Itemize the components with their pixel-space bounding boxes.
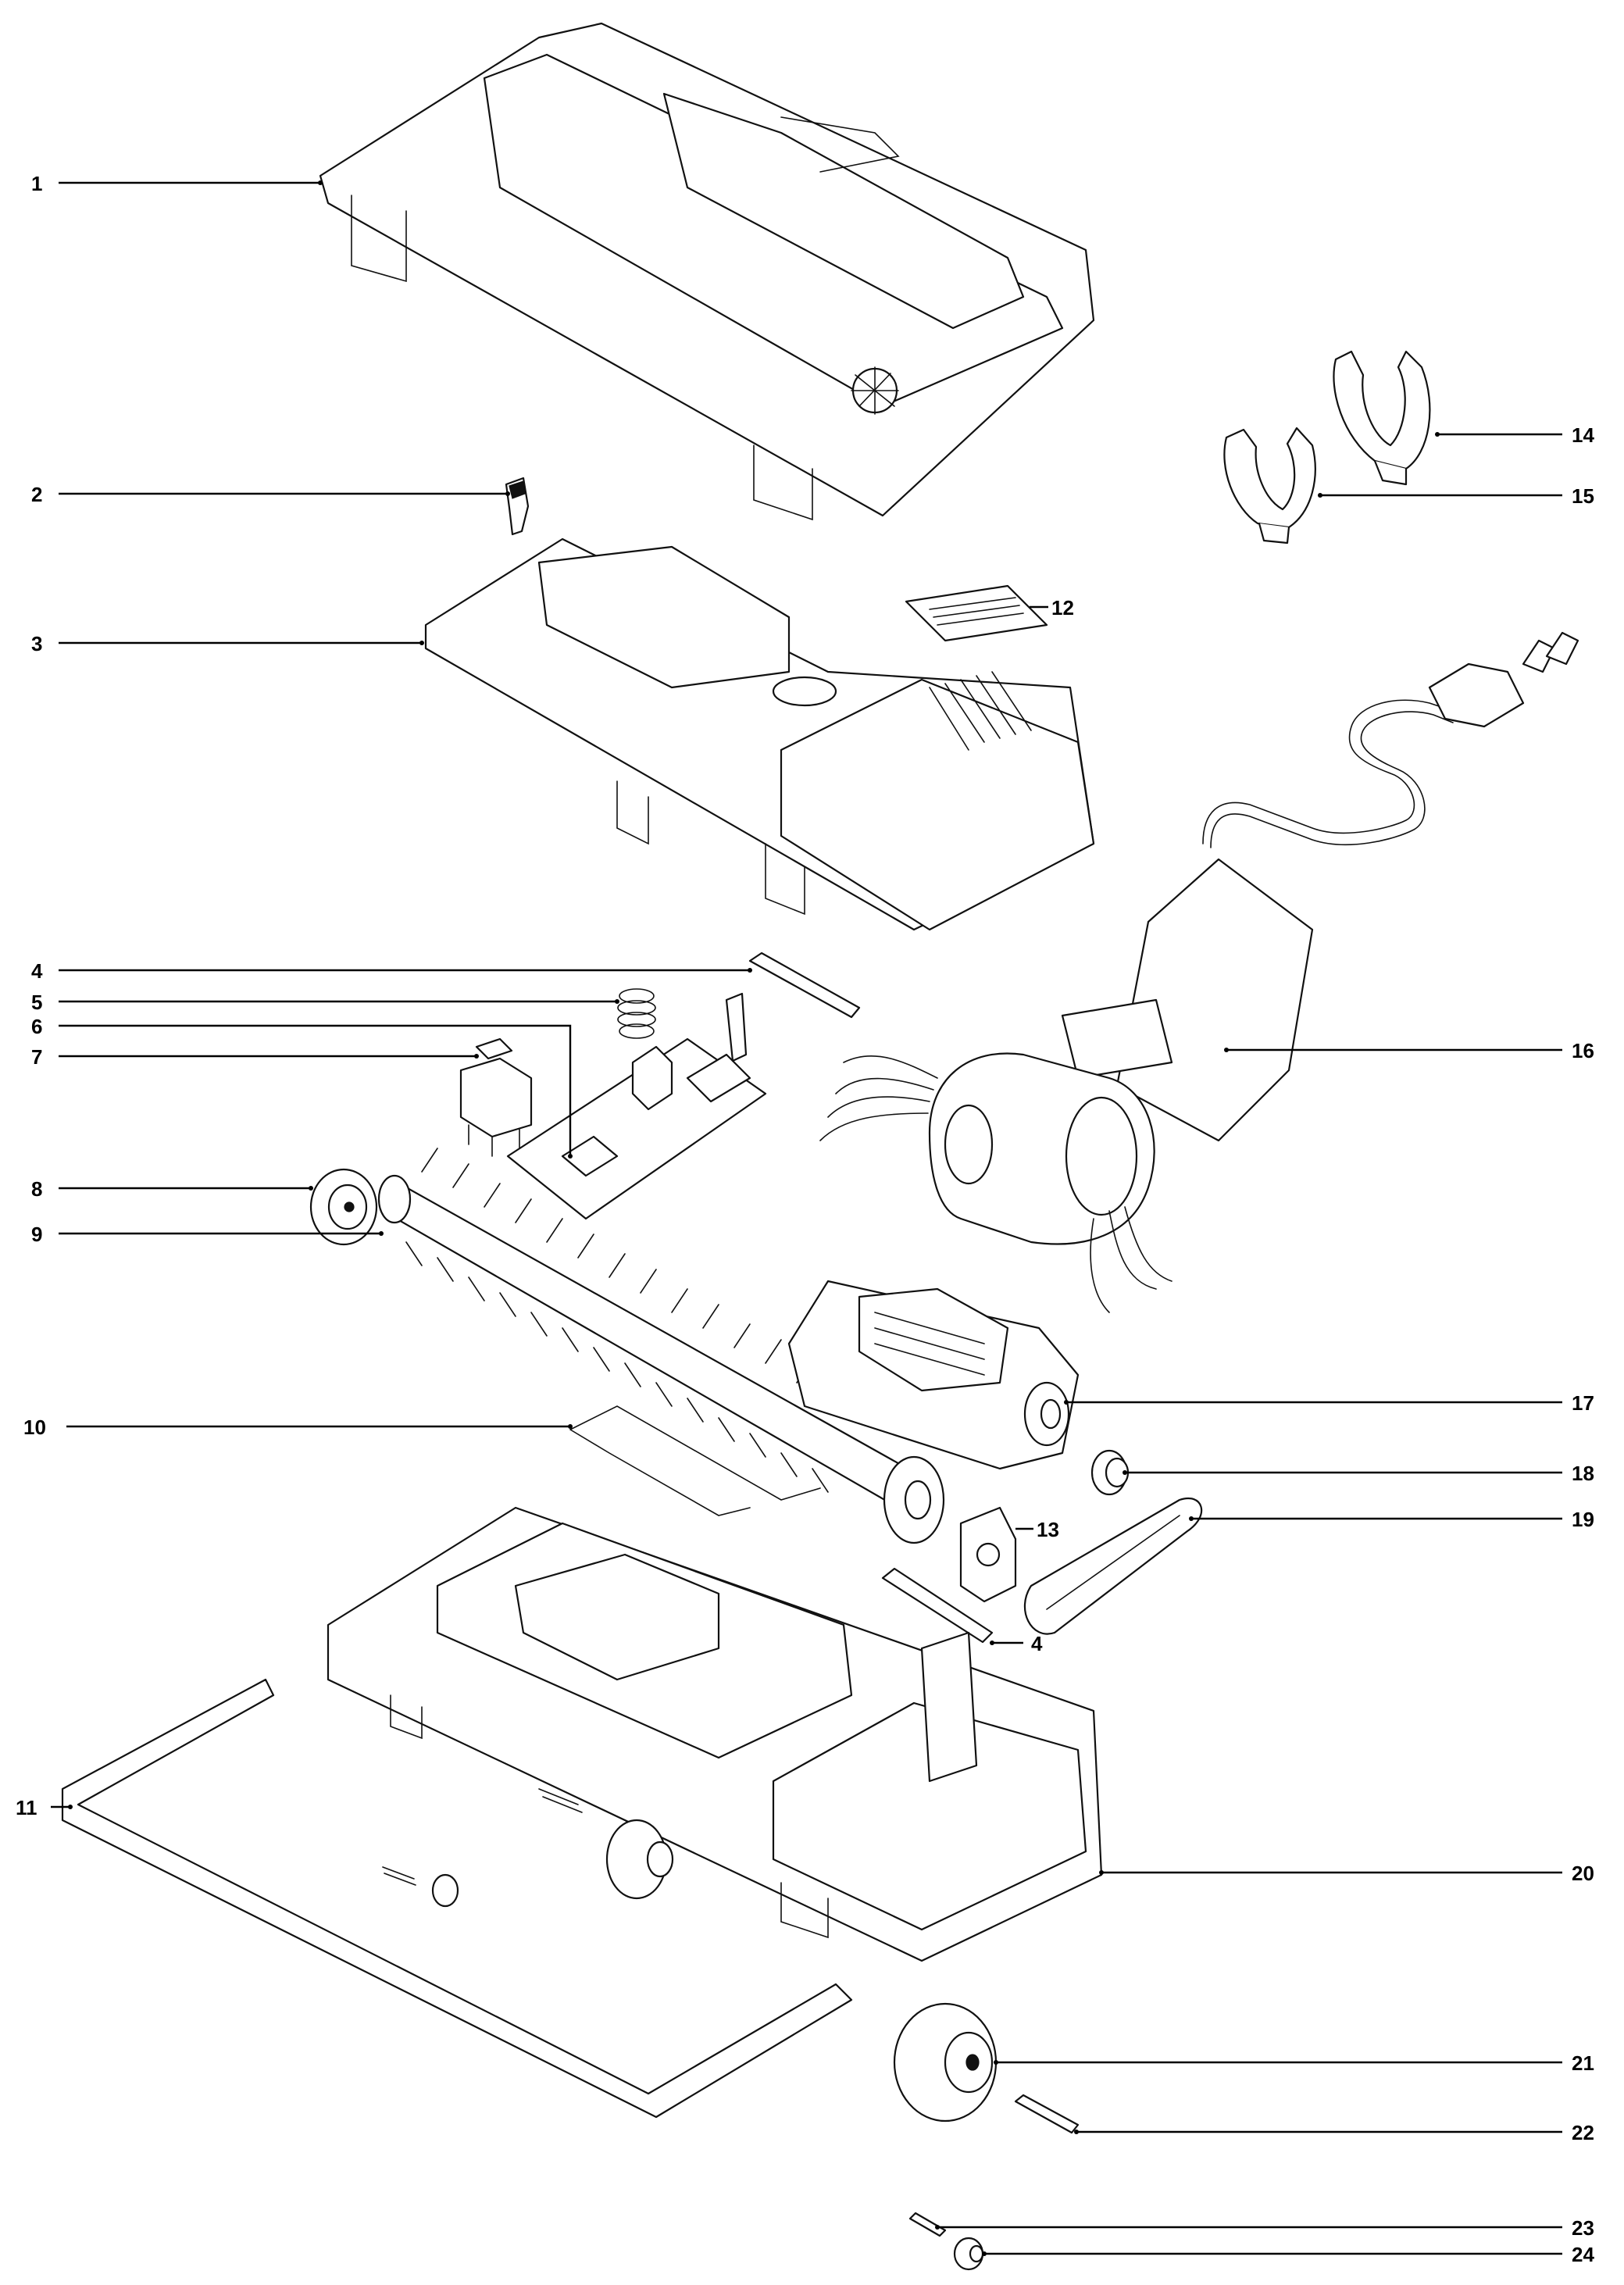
callout-4-upper: 4 <box>31 959 43 983</box>
callout-17: 17 <box>1572 1391 1594 1415</box>
part-7-switch <box>459 1037 533 1157</box>
inner-wheel-and-axle <box>382 1788 674 1908</box>
part-10-wire-bracket <box>569 1405 821 1516</box>
part-18-pulley <box>1090 1449 1130 1496</box>
part-5-spring <box>617 988 656 1039</box>
callout-12: 12 <box>1051 596 1074 619</box>
callout-22: 22 <box>1572 2121 1594 2144</box>
callout-6: 6 <box>31 1015 42 1038</box>
callout-20: 20 <box>1572 1862 1594 1885</box>
brand-emblem <box>851 366 899 415</box>
part-12-rating-plate <box>905 584 1048 642</box>
callout-23: 23 <box>1572 2216 1594 2240</box>
callout-11: 11 <box>16 1796 37 1819</box>
part-15-clip <box>1223 427 1316 544</box>
part-1-top-cover <box>319 22 1095 521</box>
part-19-drive-belt <box>1023 1498 1203 1635</box>
part-13-bracket <box>959 1506 1017 1603</box>
callout-layer: 1 2 3 4 5 6 7 8 9 10 11 12 <box>16 172 1594 2266</box>
callout-13: 13 <box>1037 1518 1059 1541</box>
callout-2: 2 <box>31 483 42 506</box>
part-21-rear-wheel <box>893 2002 998 2123</box>
callout-10: 10 <box>23 1416 46 1439</box>
callout-18: 18 <box>1572 1462 1594 1485</box>
part-3-bag-housing <box>424 537 1095 931</box>
callout-4-lower: 4 <box>1031 1632 1043 1655</box>
part-22-axle-pin <box>1014 2094 1080 2134</box>
part-4-gasket-upper <box>748 951 861 1019</box>
callout-19: 19 <box>1572 1508 1594 1531</box>
callout-8: 8 <box>31 1177 42 1201</box>
part-8-end-cap <box>309 1168 378 1246</box>
callout-16: 16 <box>1572 1039 1594 1062</box>
callout-21: 21 <box>1572 2051 1594 2075</box>
callout-3: 3 <box>31 632 42 655</box>
callout-15: 15 <box>1572 484 1594 508</box>
callout-5: 5 <box>31 991 42 1014</box>
part-14-clip <box>1333 350 1431 486</box>
callout-14: 14 <box>1572 423 1594 447</box>
callout-24: 24 <box>1572 2243 1594 2266</box>
part-23-pin <box>908 2212 947 2237</box>
part-6-circuit-board <box>506 992 767 1220</box>
part-11-bumper <box>61 1678 853 2119</box>
part-4-gasket-lower <box>881 1567 994 1644</box>
part-16-hood-cord <box>819 631 1579 1313</box>
part-24-roller <box>953 2237 984 2271</box>
callout-9: 9 <box>31 1223 42 1246</box>
part-20-base-chassis <box>327 1506 1103 1962</box>
callout-1: 1 <box>31 172 42 195</box>
part-9-brush-roll <box>377 1148 945 1544</box>
callout-7: 7 <box>31 1045 42 1069</box>
part-17-motor <box>787 1280 1080 1470</box>
part-2-latch-clip <box>505 477 530 536</box>
